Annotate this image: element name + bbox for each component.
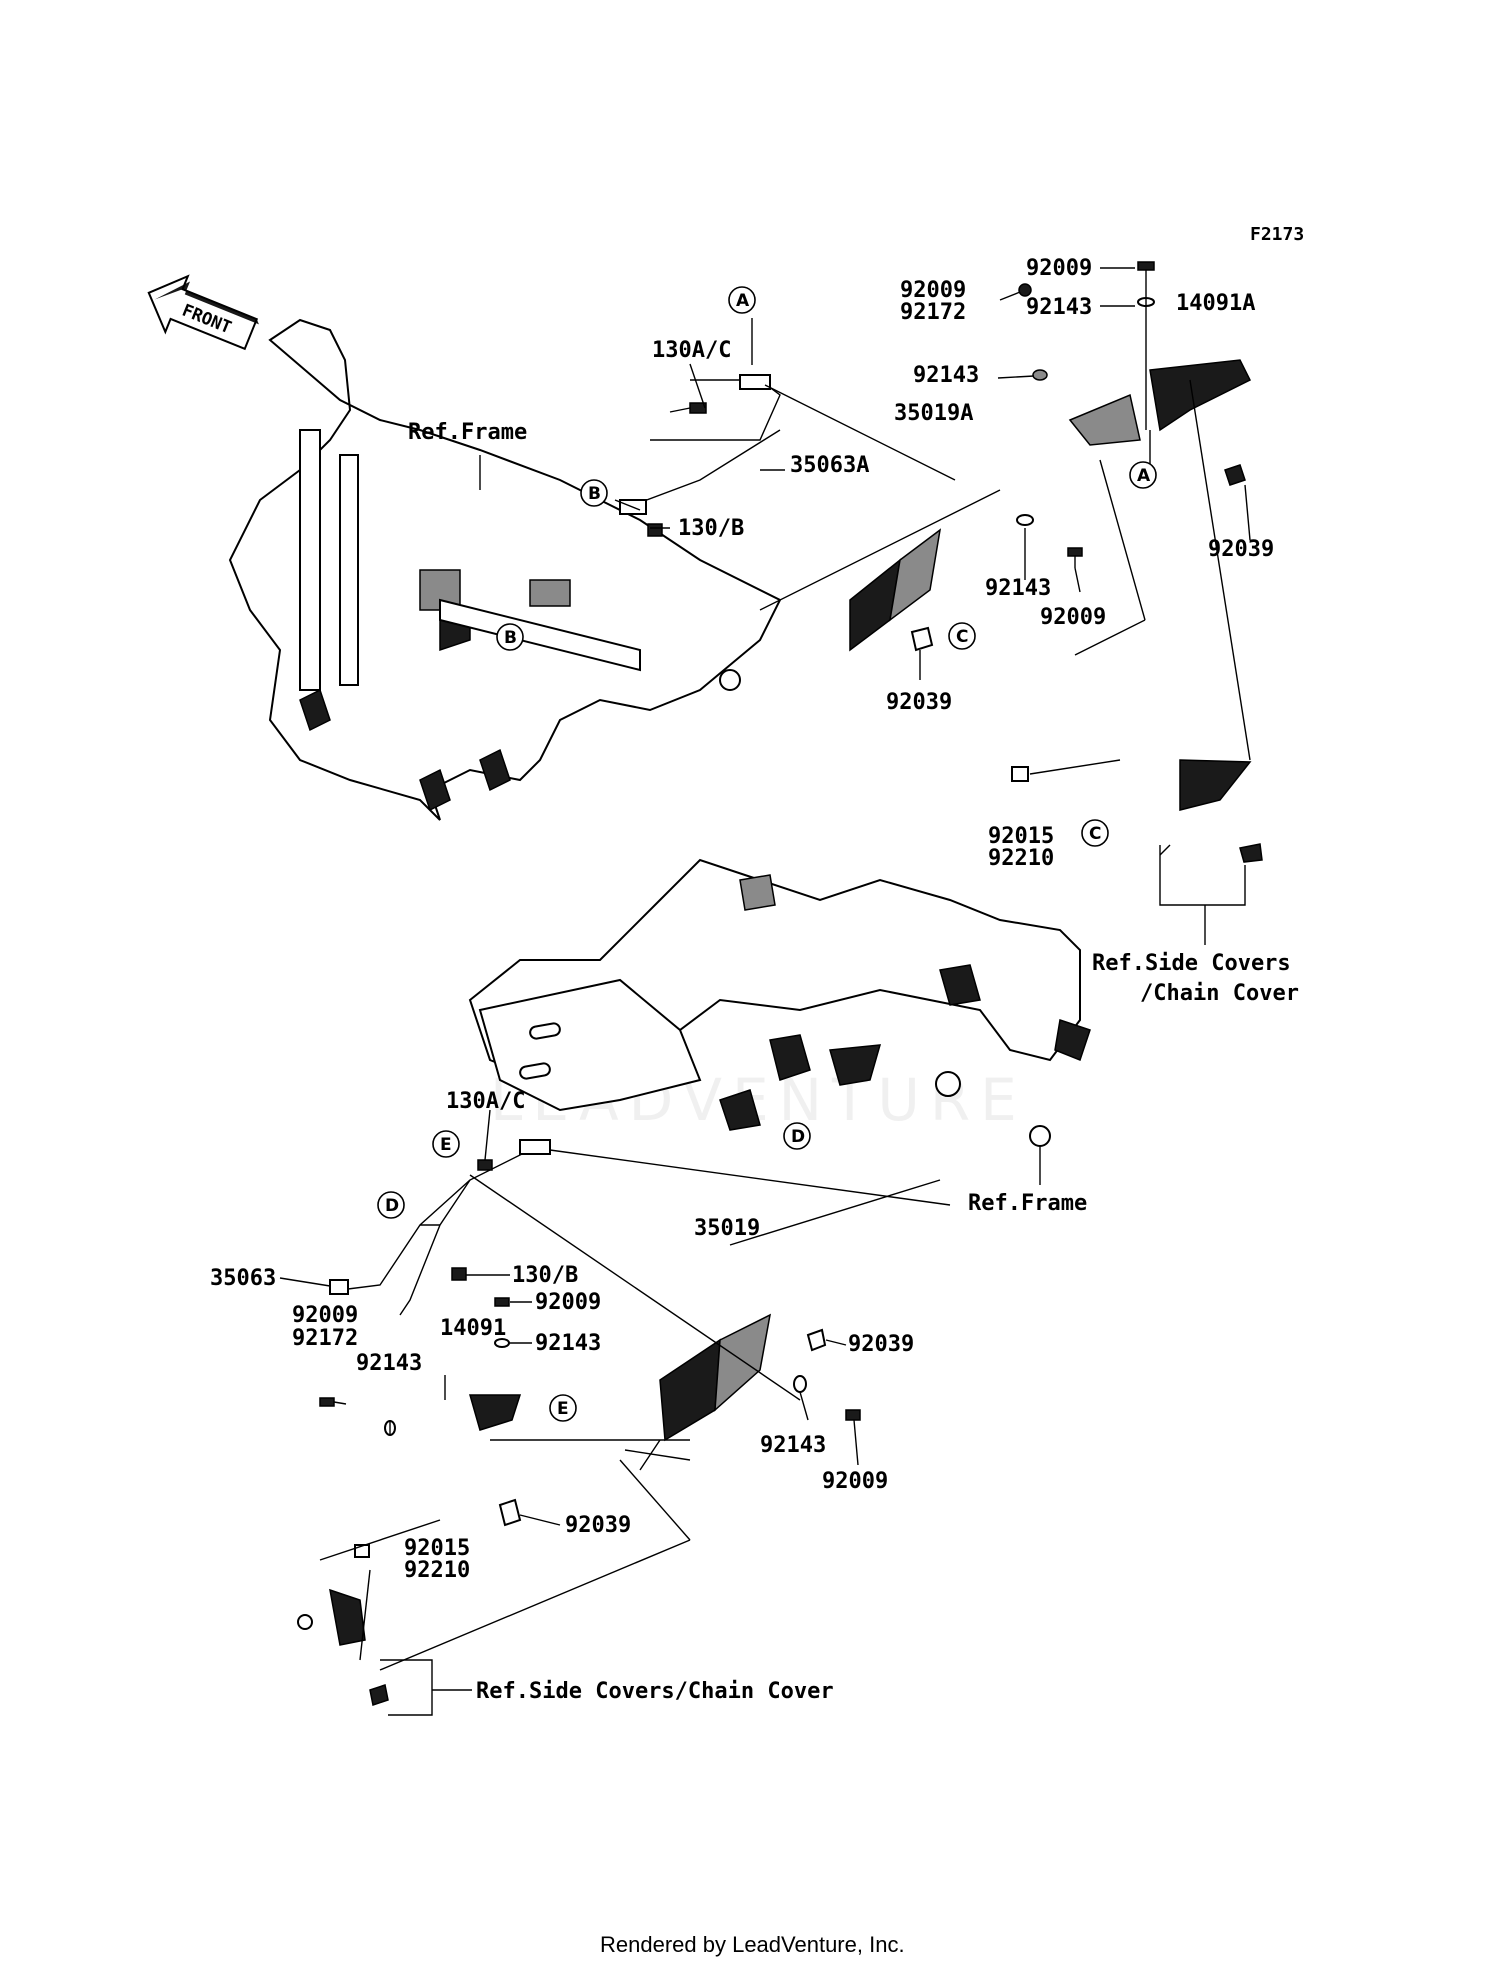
lower-label-92009-a: 92009 [535, 1290, 601, 1315]
upper-frame-assembly [228, 261, 1263, 945]
clip-92039-right-icon [1224, 464, 1246, 486]
lower-bolt-130B-icon [451, 1267, 467, 1281]
upper-label-ref-side-covers: Ref.Side Covers [1092, 951, 1291, 976]
lower-screw-92009-c-icon [845, 1409, 861, 1421]
lower-label-92210: 92210 [404, 1558, 470, 1583]
upper-label-130B: 130/B [678, 516, 744, 541]
lower-label-35063: 35063 [210, 1266, 276, 1291]
svg-text:E: E [440, 1135, 452, 1155]
lower-screw-92009-b-icon [319, 1397, 347, 1407]
upper-label-92210: 92210 [988, 846, 1054, 871]
lower-label-35019: 35019 [694, 1216, 760, 1241]
screw-92009-mid-icon [1018, 283, 1032, 297]
lower-label-ref-frame: Ref.Frame [968, 1191, 1087, 1216]
lower-label-130B: 130/B [512, 1263, 578, 1288]
lower-label-92143-a: 92143 [535, 1331, 601, 1356]
bolt-130AC-icon [669, 402, 707, 414]
upper-label-35063A: 35063A [790, 453, 869, 478]
callout-A-right: A [1129, 461, 1157, 489]
lower-clip-chain-icon [369, 1684, 389, 1706]
svg-text:B: B [588, 484, 601, 504]
lower-washer-92143-c-icon [793, 1375, 807, 1393]
upper-label-92009-low: 92009 [1040, 605, 1106, 630]
svg-text:A: A [736, 291, 750, 311]
callout-B-frame: B [496, 623, 524, 651]
svg-text:C: C [1089, 824, 1101, 844]
lower-nut-92015-icon [354, 1544, 370, 1558]
figure-code: F2173 [1250, 224, 1304, 245]
lower-label-92009-b: 92009 [292, 1303, 358, 1328]
upper-label-92039-left: 92039 [886, 690, 952, 715]
lower-label-92039-a: 92039 [848, 1332, 914, 1357]
upper-label-35019A: 35019A [894, 401, 973, 426]
svg-text:A: A [1137, 466, 1151, 486]
screw-92009-top-icon [1137, 261, 1155, 282]
lower-label-92143-b: 92143 [356, 1351, 422, 1376]
svg-text:D: D [385, 1196, 399, 1216]
clip-chain-icon [1239, 843, 1263, 863]
lower-screw-92009-a-icon [494, 1297, 510, 1307]
footer-credit: Rendered by LeadVenture, Inc. [600, 1932, 905, 1957]
upper-label-92143-top: 92143 [1026, 295, 1092, 320]
lower-bolt-130AC-icon [477, 1159, 493, 1171]
lower-label-92143-c: 92143 [760, 1433, 826, 1458]
washer-92143-mid-icon [1032, 369, 1048, 381]
lower-label-ref-side-covers: Ref.Side Covers/Chain Cover [476, 1679, 834, 1704]
screw-92009-low-icon [1067, 547, 1083, 568]
callout-D-bracket: D [377, 1191, 405, 1219]
lower-frame-assembly [279, 858, 1091, 1716]
front-direction-arrow-icon: FRONT [147, 274, 259, 351]
upper-label-92039-right: 92039 [1208, 537, 1274, 562]
lower-label-92015: 92015 [404, 1536, 470, 1561]
svg-text:B: B [504, 628, 517, 648]
upper-label-92143-low: 92143 [985, 576, 1051, 601]
upper-label-130AC: 130A/C [652, 338, 731, 363]
lower-clip-92039-b-icon [498, 1498, 522, 1527]
svg-text:E: E [557, 1399, 569, 1419]
nut-92015-icon [1011, 766, 1029, 782]
callout-C-chain: C [1081, 819, 1109, 847]
callout-E-top: E [432, 1130, 460, 1158]
clip-92039-left-icon [910, 626, 934, 652]
lower-label-92009-c: 92009 [822, 1469, 888, 1494]
upper-label-92143-mid: 92143 [913, 363, 979, 388]
lower-label-130AC: 130A/C [446, 1089, 525, 1114]
svg-text:D: D [791, 1127, 805, 1147]
lower-clip-92039-a-icon [806, 1328, 827, 1352]
lower-label-14091: 14091 [440, 1316, 506, 1341]
upper-label-92009b: 92009 [900, 278, 966, 303]
upper-label-14091A: 14091A [1176, 291, 1255, 316]
upper-label-92172: 92172 [900, 300, 966, 325]
svg-text:C: C [956, 627, 968, 647]
callout-A-top: A [728, 286, 756, 314]
upper-label-92015: 92015 [988, 824, 1054, 849]
callout-D-frame: D [783, 1122, 811, 1150]
lower-label-92172: 92172 [292, 1326, 358, 1351]
callout-C-guard: C [948, 622, 976, 650]
upper-label-chain-cover: /Chain Cover [1140, 981, 1299, 1006]
washer-92143-low-icon [1016, 514, 1034, 526]
lower-label-92039-b: 92039 [565, 1513, 631, 1538]
callout-E-cover: E [549, 1394, 577, 1422]
upper-label-ref-frame: Ref.Frame [408, 420, 527, 445]
bolt-130B-icon [647, 523, 663, 537]
callout-B-left: B [580, 479, 608, 507]
upper-label-92009-top: 92009 [1026, 256, 1092, 281]
